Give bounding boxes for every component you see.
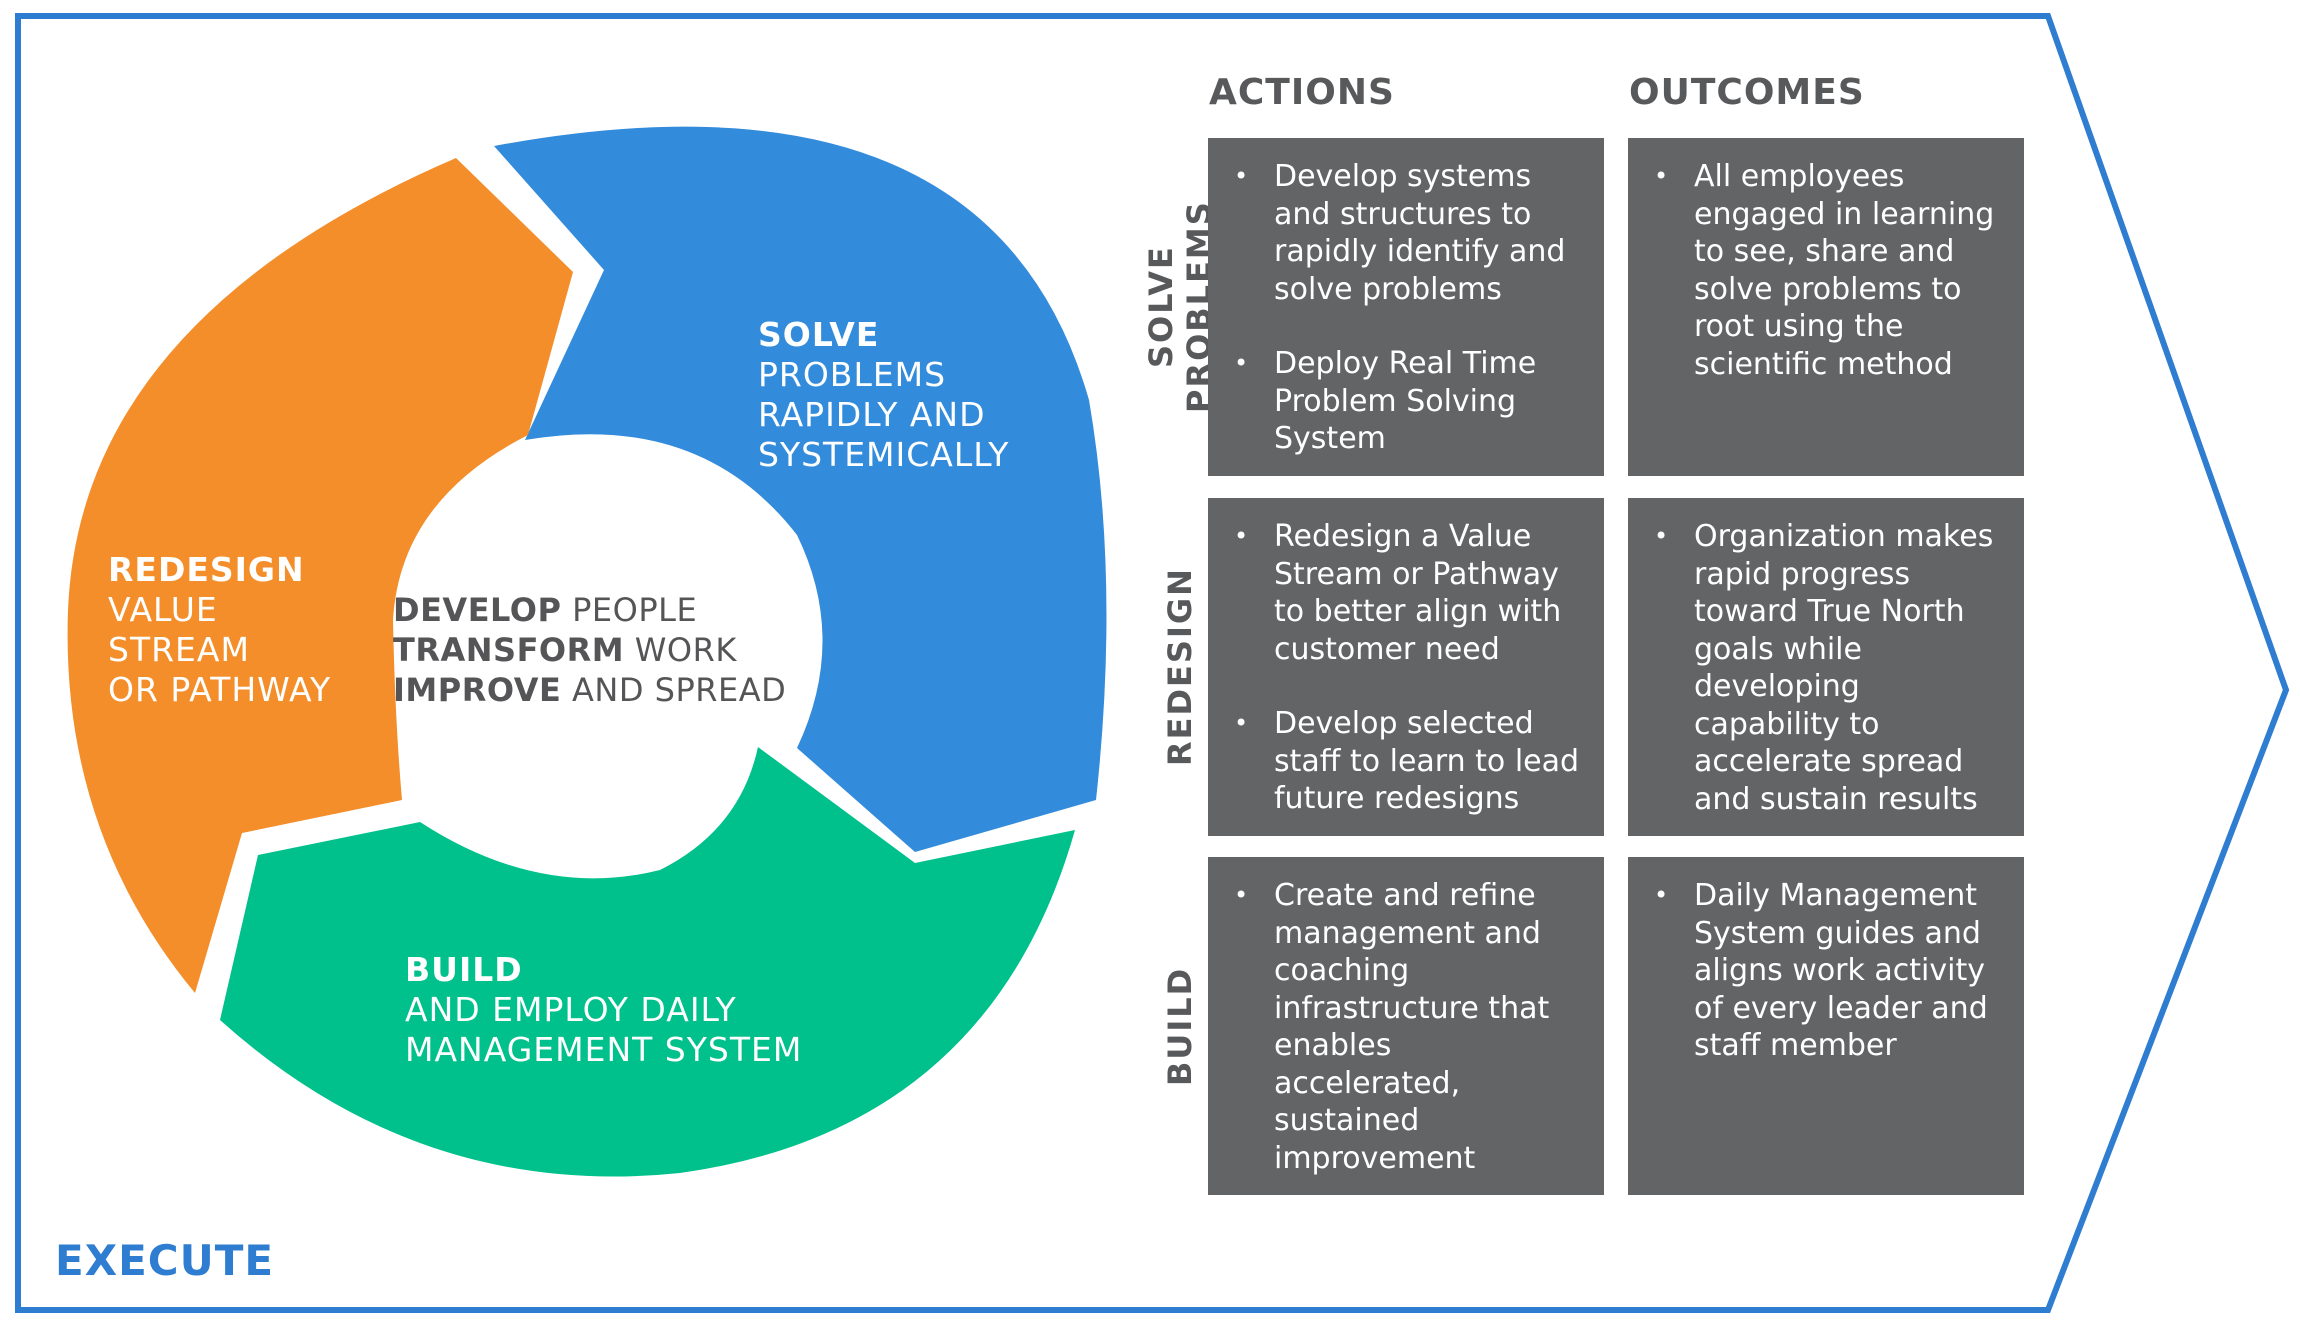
build-heading: BUILD [405, 950, 523, 989]
center-line-transform: TRANSFORM WORK [393, 631, 737, 669]
cell-build-outcomes: Daily Management System guides and align… [1628, 857, 2024, 1195]
column-header-outcomes: OUTCOMES [1629, 72, 1865, 113]
redesign-subtext: VALUE STREAM OR PATHWAY [108, 590, 332, 709]
execute-chevron-frame [15, 13, 2290, 1313]
cycle-center-text: DEVELOP PEOPLE TRANSFORM WORK IMPROVE AN… [393, 590, 823, 710]
center-line-improve: IMPROVE AND SPREAD [393, 671, 787, 709]
list-item: Organization makes rapid progress toward… [1654, 518, 2004, 818]
list-item: Deploy Real Time Problem Solving System [1234, 345, 1584, 458]
cell-redesign-actions: Redesign a Value Stream or Pathway to be… [1208, 498, 1604, 836]
cell-redesign-outcomes: Organization makes rapid progress toward… [1628, 498, 2024, 836]
build-label: BUILD AND EMPLOY DAILY MANAGEMENT SYSTEM [405, 950, 802, 1070]
cycle-segment-solve [494, 126, 1107, 853]
row-label-redesign: REDESIGN [1161, 567, 1199, 767]
cell-build-actions: Create and refine management and coachin… [1208, 857, 1604, 1195]
solve-heading: SOLVE [758, 315, 880, 354]
list-item: Redesign a Value Stream or Pathway to be… [1234, 518, 1584, 668]
build-subtext: AND EMPLOY DAILY MANAGEMENT SYSTEM [405, 990, 803, 1069]
cell-solve-outcomes: All employees engaged in learning to see… [1628, 138, 2024, 476]
list-item: Develop selected staff to learn to lead … [1234, 705, 1584, 818]
redesign-heading: REDESIGN [108, 550, 305, 589]
cycle-segment-redesign [67, 158, 573, 993]
list-item: Develop systems and structures to rapidl… [1234, 158, 1584, 308]
list-item: All employees engaged in learning to see… [1654, 158, 2004, 383]
list-item: Daily Management System guides and align… [1654, 877, 2004, 1065]
cycle-segment-build [220, 747, 1075, 1177]
cell-solve-actions: Develop systems and structures to rapidl… [1208, 138, 1604, 476]
solve-subtext: PROBLEMS RAPIDLY AND SYSTEMICALLY [758, 355, 1010, 474]
list-item: Create and refine management and coachin… [1234, 877, 1584, 1177]
solve-label: SOLVE PROBLEMS RAPIDLY AND SYSTEMICALLY [758, 315, 1009, 475]
center-line-develop: DEVELOP PEOPLE [393, 591, 698, 629]
row-label-build: BUILD [1161, 966, 1199, 1086]
row-label-solve-problems: SOLVE PROBLEMS [1142, 200, 1218, 414]
redesign-label: REDESIGN VALUE STREAM OR PATHWAY [108, 550, 331, 710]
cycle-wheel [67, 126, 1107, 1177]
column-header-actions: ACTIONS [1209, 72, 1395, 113]
execute-label: EXECUTE [55, 1236, 275, 1285]
